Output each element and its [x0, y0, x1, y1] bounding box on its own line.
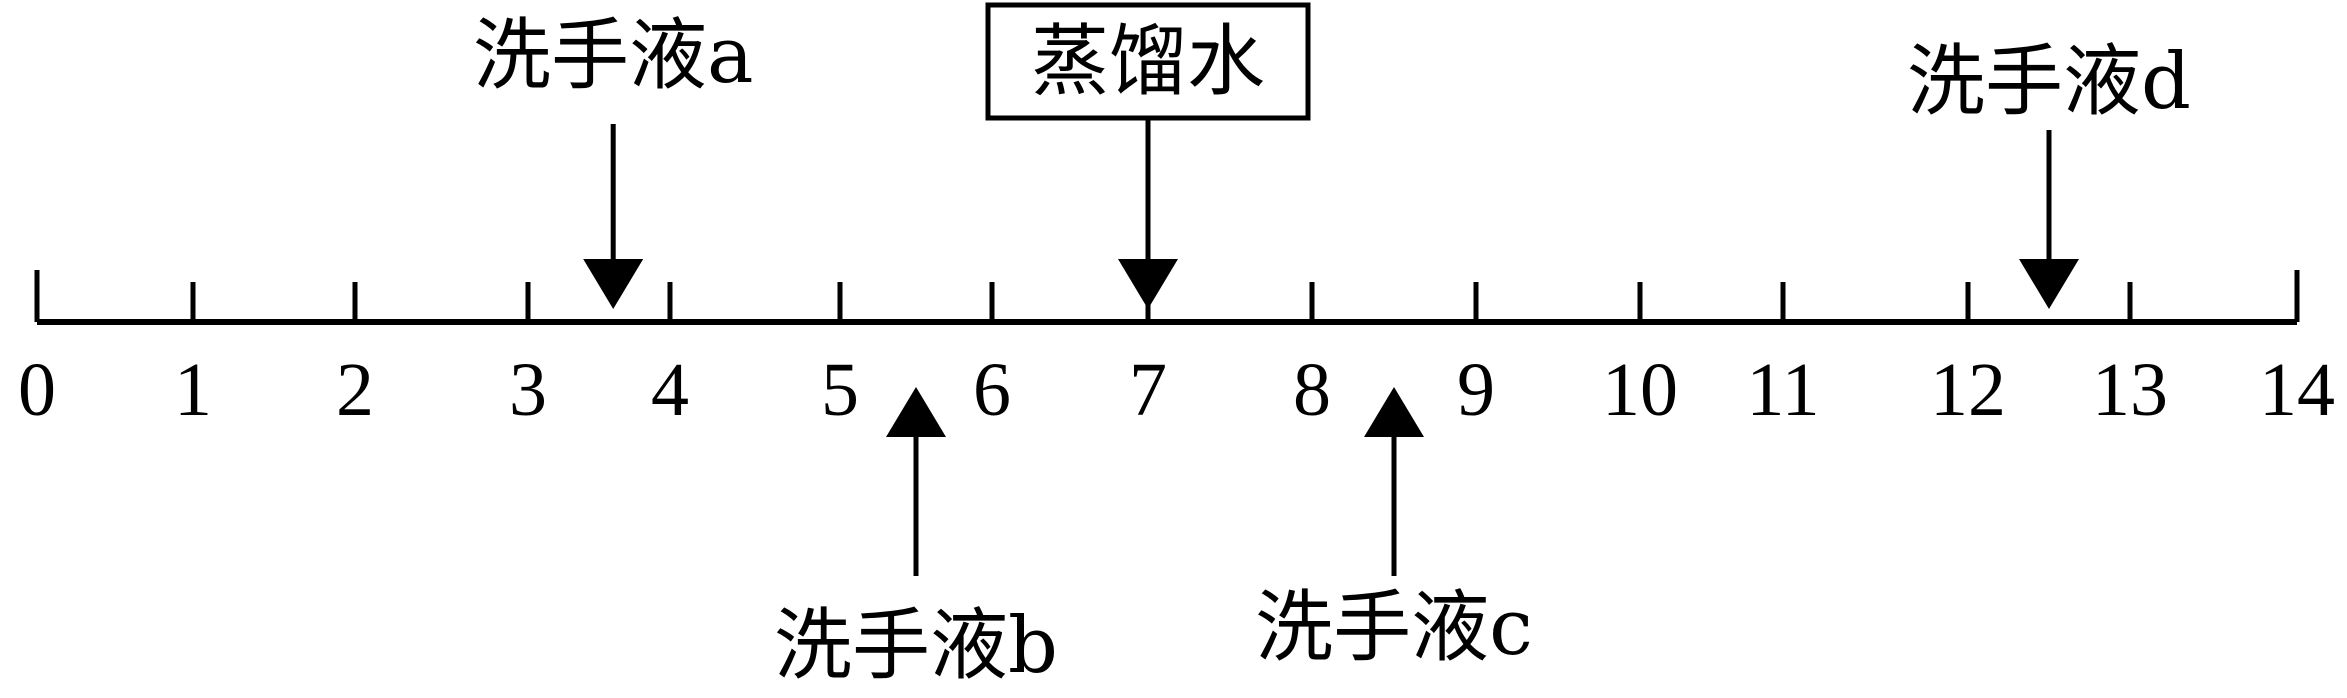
marker-label-a: 洗手液a — [473, 11, 754, 101]
tick-label-8: 8 — [1293, 348, 1331, 432]
marker-a: 洗手液a — [473, 11, 754, 309]
marker-label-c: 洗手液c — [1255, 583, 1533, 673]
tick-label-12: 12 — [1930, 348, 2006, 432]
tick-label-7: 7 — [1129, 348, 1167, 432]
tick-label-6: 6 — [973, 348, 1011, 432]
markers: 洗手液a 蒸馏水 洗手液d 洗手液b 洗手液c — [473, 2, 2191, 691]
marker-water: 蒸馏水 — [985, 2, 1311, 309]
tick-label-10: 10 — [1602, 348, 1678, 432]
marker-d: 洗手液d — [1907, 37, 2191, 309]
marker-label-water: 蒸馏水 — [1031, 17, 1265, 107]
marker-b: 洗手液b — [774, 387, 1058, 691]
tick-label-9: 9 — [1457, 348, 1495, 432]
marker-box-water — [985, 2, 1311, 121]
tick-label-13: 13 — [2092, 348, 2168, 432]
tick-label-2: 2 — [336, 348, 374, 432]
marker-label-d: 洗手液d — [1907, 37, 2191, 127]
marker-label-b: 洗手液b — [774, 601, 1058, 691]
marker-c: 洗手液c — [1255, 387, 1533, 673]
tick-label-1: 1 — [174, 348, 212, 432]
tick-label-4: 4 — [651, 348, 689, 432]
tick-label-14: 14 — [2259, 348, 2335, 432]
tick-label-3: 3 — [509, 348, 547, 432]
tick-marks — [34, 270, 2300, 322]
tick-label-0: 0 — [18, 348, 56, 432]
tick-label-11: 11 — [1746, 348, 1819, 432]
tick-label-5: 5 — [821, 348, 859, 432]
